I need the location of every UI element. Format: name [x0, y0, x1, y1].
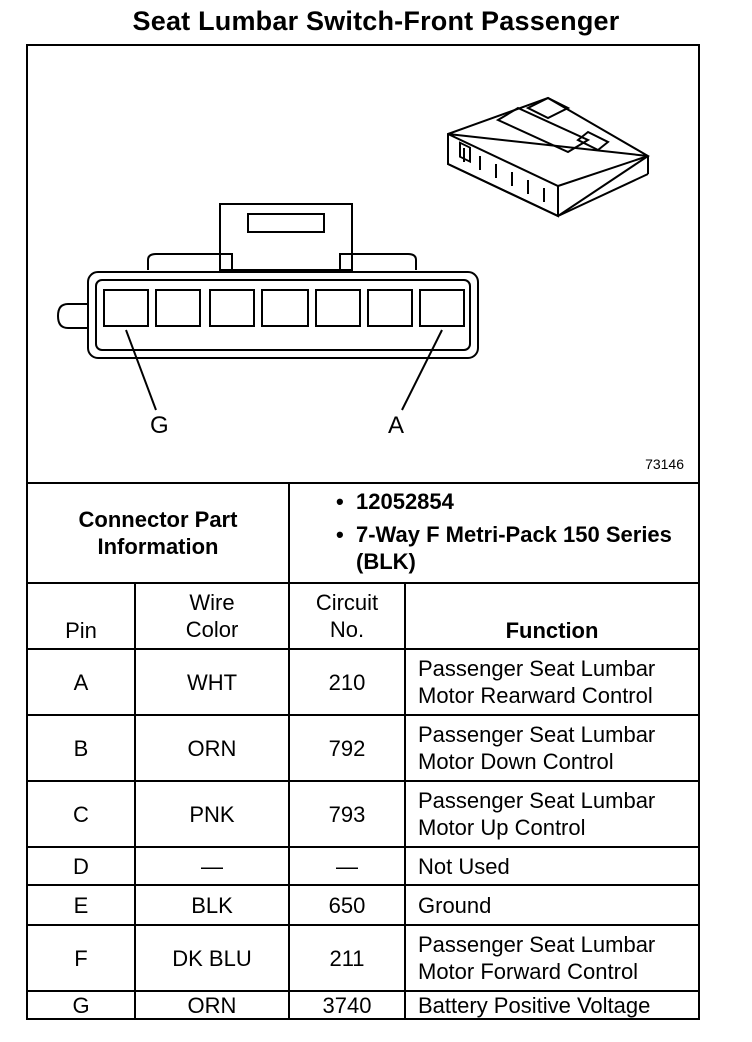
pin-leader-lines [125, 329, 443, 411]
row-a-pin: A [73, 669, 89, 695]
row-b-function: Passenger Seat Lumbar Motor Down Control [418, 722, 656, 774]
row-a-function: Passenger Seat Lumbar Motor Rearward Con… [418, 656, 656, 708]
row-g-wire-color: ORN [187, 992, 237, 1018]
pin-label-a: A [388, 412, 405, 439]
divider [134, 582, 136, 1018]
row-b-wire-color: ORN [187, 735, 237, 761]
page-title: Seat Lumbar Switch-Front Passenger [132, 6, 620, 36]
row-g-pin: G [72, 992, 90, 1018]
divider [28, 582, 698, 584]
divider [28, 924, 698, 926]
divider [28, 846, 698, 848]
cavity-g [103, 289, 149, 327]
divider [28, 990, 698, 992]
row-f-wire-color: DK BLU [172, 945, 252, 971]
divider [404, 582, 406, 1018]
row-b-pin: B [73, 735, 89, 761]
row-e-circuit: 650 [328, 892, 366, 918]
divider [288, 582, 290, 1018]
divider [28, 714, 698, 716]
divider [288, 482, 290, 582]
row-c-wire-color: PNK [189, 801, 235, 827]
row-f-pin: F [74, 945, 88, 971]
row-b-circuit: 792 [328, 735, 366, 761]
header-function: Function [505, 618, 599, 643]
row-f-function: Passenger Seat Lumbar Motor Forward Cont… [418, 932, 656, 984]
divider [28, 482, 698, 484]
row-d-pin: D [73, 853, 89, 879]
row-d-circuit: — [336, 853, 358, 879]
row-c-circuit: 793 [328, 801, 366, 827]
connector-info-label: Connector Part Information [78, 507, 238, 559]
divider [28, 884, 698, 886]
row-a-wire-color: WHT [186, 669, 238, 695]
cavity-a [419, 289, 465, 327]
row-d-wire-color: — [201, 853, 223, 879]
connector-diagram [56, 96, 650, 411]
pin-label-g: G [150, 412, 169, 439]
row-g-circuit: 3740 [322, 992, 372, 1018]
row-f-circuit: 211 [329, 945, 365, 971]
divider [28, 648, 698, 650]
header-wire-color: Wire Color [185, 590, 239, 642]
pin-cavities [103, 289, 465, 327]
row-d-function: Not Used [418, 853, 510, 879]
row-g-function: Battery Positive Voltage [418, 992, 651, 1018]
list-item: •12052854 [336, 489, 454, 514]
list-item: •7-Way F Metri-Pack 150 Series (BLK) [336, 522, 672, 574]
connector-info-list: •12052854 •7-Way F Metri-Pack 150 Series… [328, 488, 698, 581]
connector-3d-icon [447, 96, 650, 218]
connector-document-frame: G A 73146 Connector Part Information •12… [26, 44, 700, 1020]
row-c-function: Passenger Seat Lumbar Motor Up Control [418, 788, 656, 840]
header-pin: Pin [65, 618, 97, 643]
connector-face-drawing [56, 203, 479, 359]
row-e-function: Ground [418, 892, 492, 918]
header-circuit-no: Circuit No. [315, 590, 379, 642]
row-e-wire-color: BLK [191, 892, 233, 918]
divider [28, 780, 698, 782]
figure-number: 73146 [645, 456, 684, 472]
row-e-pin: E [73, 892, 89, 918]
row-a-circuit: 210 [328, 669, 366, 695]
row-c-pin: C [73, 801, 89, 827]
